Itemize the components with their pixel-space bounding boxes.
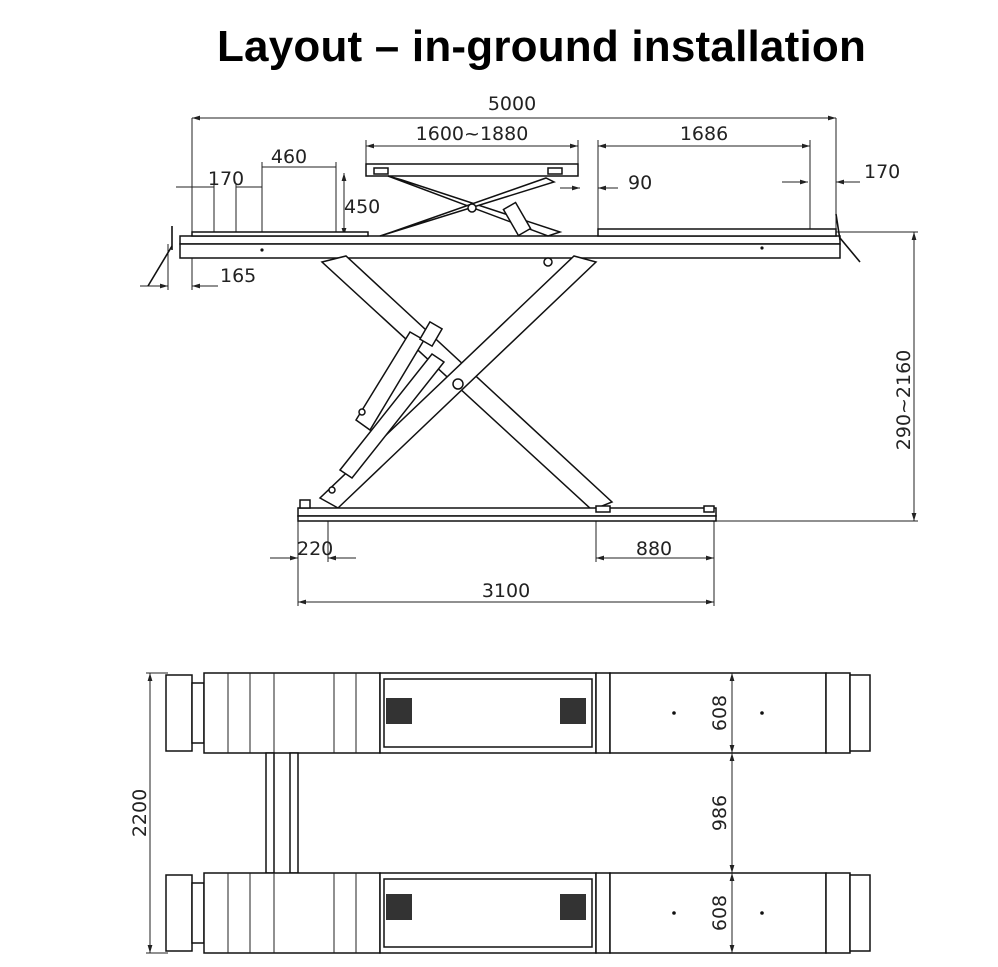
cross-beam xyxy=(265,752,299,874)
dim-overall-width: 2200 xyxy=(129,789,151,837)
dim-overall-length: 5000 xyxy=(488,93,536,115)
extension-platform xyxy=(365,163,579,237)
dim-lip-left: 170 xyxy=(208,168,244,190)
dim-platform-length: 1686 xyxy=(680,123,728,145)
dim-lift-height: 290~2160 xyxy=(893,350,915,451)
dim-base-right: 880 xyxy=(636,538,672,560)
dim-base-left: 220 xyxy=(297,538,333,560)
dim-gap: 986 xyxy=(709,795,731,831)
dim-pad-offset: 460 xyxy=(271,146,307,168)
dim-lip-right: 170 xyxy=(864,161,900,183)
dim-platform-width-top: 608 xyxy=(709,695,731,731)
page-title: Layout – in-ground installation xyxy=(216,22,867,71)
dim-front-offset: 165 xyxy=(220,265,256,287)
runway-bottom xyxy=(165,872,871,954)
base-frame xyxy=(297,499,717,522)
dim-extension-range: 1600~1880 xyxy=(416,123,529,145)
dim-edge-offset: 90 xyxy=(628,172,652,194)
main-platform xyxy=(147,213,861,287)
dim-pad-height: 450 xyxy=(344,196,380,218)
main-scissor xyxy=(318,255,614,511)
runway-top xyxy=(165,672,871,754)
dim-base-length: 3100 xyxy=(482,580,530,602)
dim-platform-width-bottom: 608 xyxy=(709,895,731,931)
top-view: 2200 xyxy=(129,672,871,954)
side-view: 5000 1600~1880 1686 460 170 450 90 170 xyxy=(140,93,918,606)
